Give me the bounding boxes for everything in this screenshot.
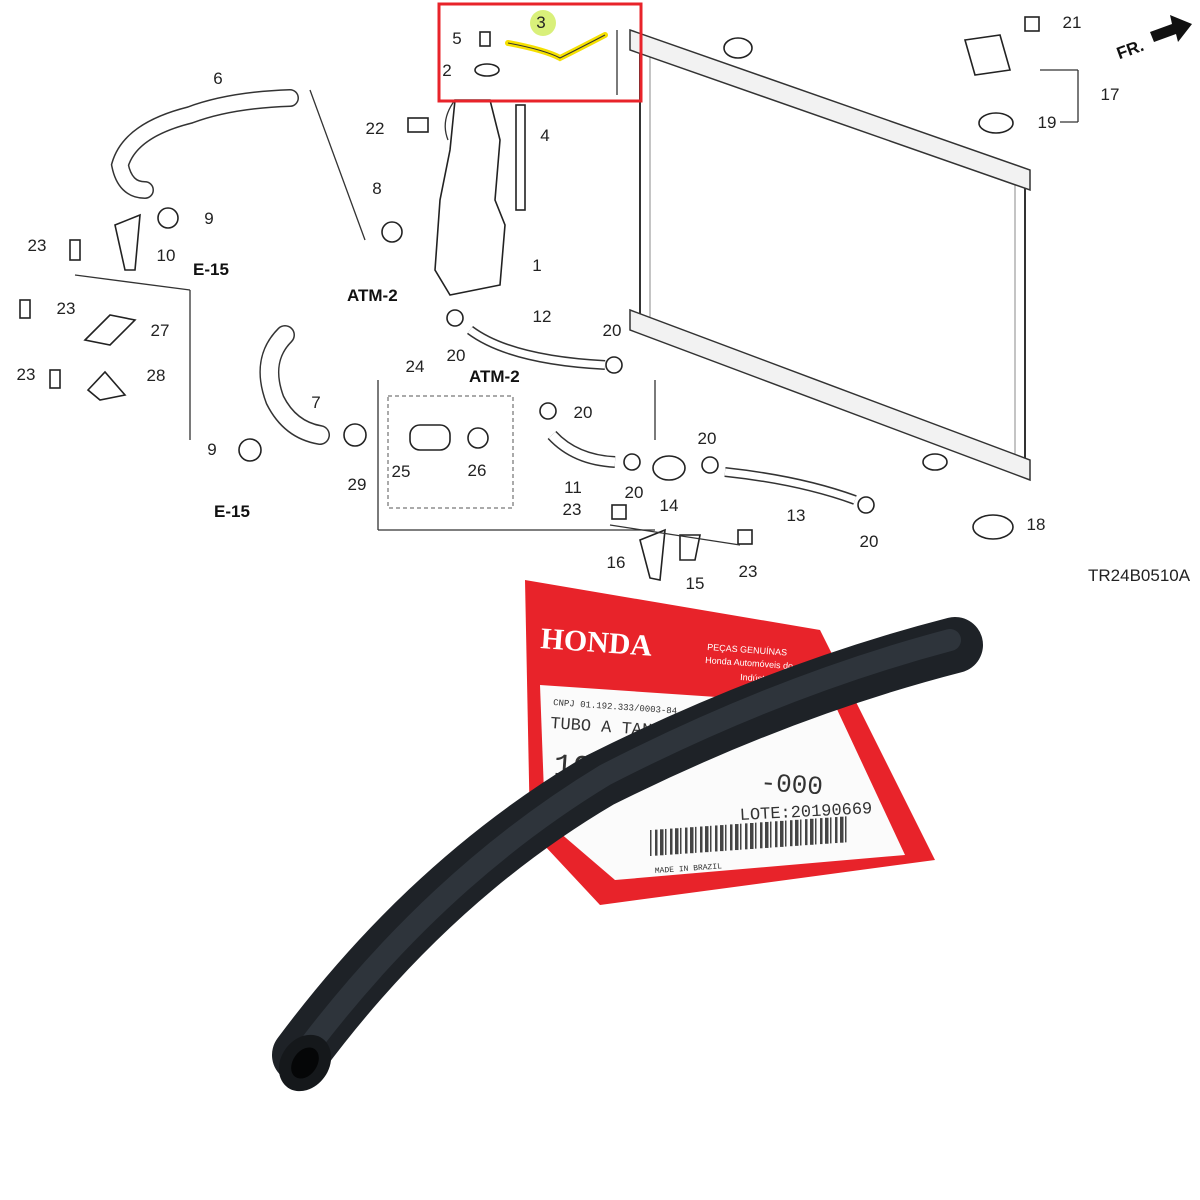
barcode-bar — [740, 823, 742, 850]
callout-22: 22 — [366, 119, 385, 138]
callout-20: 20 — [574, 403, 593, 422]
callout-9: 9 — [204, 209, 213, 228]
callout-23: 23 — [17, 365, 36, 384]
barcode-bar — [780, 820, 784, 847]
callout-5: 5 — [452, 29, 461, 48]
highlight-marker — [530, 10, 556, 36]
barcode-bar — [660, 829, 664, 856]
barcode-bar — [845, 816, 847, 843]
callout-20: 20 — [447, 346, 466, 365]
barcode-bar — [775, 821, 778, 848]
leader-lines — [74, 69, 1079, 546]
callout-7: 7 — [311, 393, 320, 412]
barcode-bar — [700, 826, 703, 853]
callout-29: 29 — [348, 475, 367, 494]
front-arrow-icon — [1150, 15, 1192, 42]
callout-28: 28 — [147, 366, 166, 385]
callout-18: 18 — [1027, 515, 1046, 534]
barcode-bar — [750, 823, 754, 849]
callout-16: 16 — [607, 553, 626, 572]
barcode-bar — [720, 825, 724, 852]
callout-23: 23 — [563, 500, 582, 519]
barcode-bar — [685, 827, 688, 854]
barcode-bar — [790, 820, 793, 847]
barcode-bar — [725, 824, 727, 851]
callout-3: 3 — [536, 13, 545, 32]
ref-atm2-left: ATM-2 — [347, 286, 398, 305]
barcode-bar — [795, 819, 799, 846]
callout-20: 20 — [603, 321, 622, 340]
barcode-bar — [675, 828, 679, 855]
diagram-code: TR24B0510A — [1088, 566, 1191, 585]
barcode-bar — [785, 820, 787, 847]
small-parts — [19, 16, 1040, 581]
reservoir-tank — [434, 99, 506, 296]
callout-14: 14 — [660, 496, 679, 515]
ref-e15-bottom: E-15 — [214, 502, 250, 521]
callout-9: 9 — [207, 440, 216, 459]
callout-20: 20 — [625, 483, 644, 502]
callout-10: 10 — [157, 246, 176, 265]
callout-21: 21 — [1063, 13, 1082, 32]
barcode-bar — [760, 822, 763, 849]
barcode-bar — [770, 821, 772, 848]
barcode-bar — [695, 826, 697, 853]
tag-part-number-end: -000 — [759, 768, 823, 802]
callout-26: 26 — [468, 461, 487, 480]
barcode-bar — [815, 818, 817, 845]
callout-12: 12 — [533, 307, 552, 326]
barcode-bar — [710, 825, 712, 852]
barcode-bar — [825, 817, 829, 844]
highlight-box — [437, 2, 643, 103]
barcode-bar — [670, 828, 673, 855]
barcode-bar — [680, 827, 682, 854]
callout-1: 1 — [532, 256, 541, 275]
barcode-bar — [755, 822, 757, 849]
barcode-bar — [800, 819, 802, 846]
callout-24: 24 — [406, 357, 425, 376]
callout-13: 13 — [787, 506, 806, 525]
barcode — [650, 816, 847, 856]
callout-23: 23 — [28, 236, 47, 255]
callout-20: 20 — [698, 429, 717, 448]
barcode-bar — [665, 828, 667, 855]
barcode-bar — [745, 823, 748, 850]
barcode-bar — [820, 818, 823, 845]
callout-27: 27 — [151, 321, 170, 340]
callout-23: 23 — [57, 299, 76, 318]
callout-2: 2 — [442, 61, 451, 80]
callout-6: 6 — [213, 69, 222, 88]
ref-atm2-mid: ATM-2 — [469, 367, 520, 386]
callout-8: 8 — [372, 179, 381, 198]
barcode-bar — [805, 819, 808, 846]
barcode-bar — [840, 816, 844, 843]
barcode-bar — [810, 818, 814, 845]
callout-11: 11 — [564, 478, 582, 497]
callout-4: 4 — [540, 126, 549, 145]
ref-e15-top: E-15 — [193, 260, 229, 279]
callout-17: 17 — [1101, 85, 1120, 104]
callout-19: 19 — [1038, 113, 1057, 132]
honda-logo: HONDA — [540, 622, 654, 663]
barcode-bar — [730, 824, 733, 851]
barcode-bar — [655, 829, 658, 856]
radiator-drawing — [629, 28, 1031, 482]
callout-25: 25 — [392, 462, 411, 481]
barcode-bar — [690, 827, 694, 854]
barcode-bar — [765, 821, 769, 848]
barcode-bar — [705, 826, 709, 853]
barcode-bar — [715, 825, 718, 852]
barcode-bar — [735, 824, 739, 851]
barcode-bar — [830, 817, 832, 844]
barcode-bar — [835, 817, 838, 844]
callout-20: 20 — [860, 532, 879, 551]
callout-15: 15 — [686, 574, 705, 593]
callout-23: 23 — [739, 562, 758, 581]
barcode-bar — [650, 830, 652, 856]
